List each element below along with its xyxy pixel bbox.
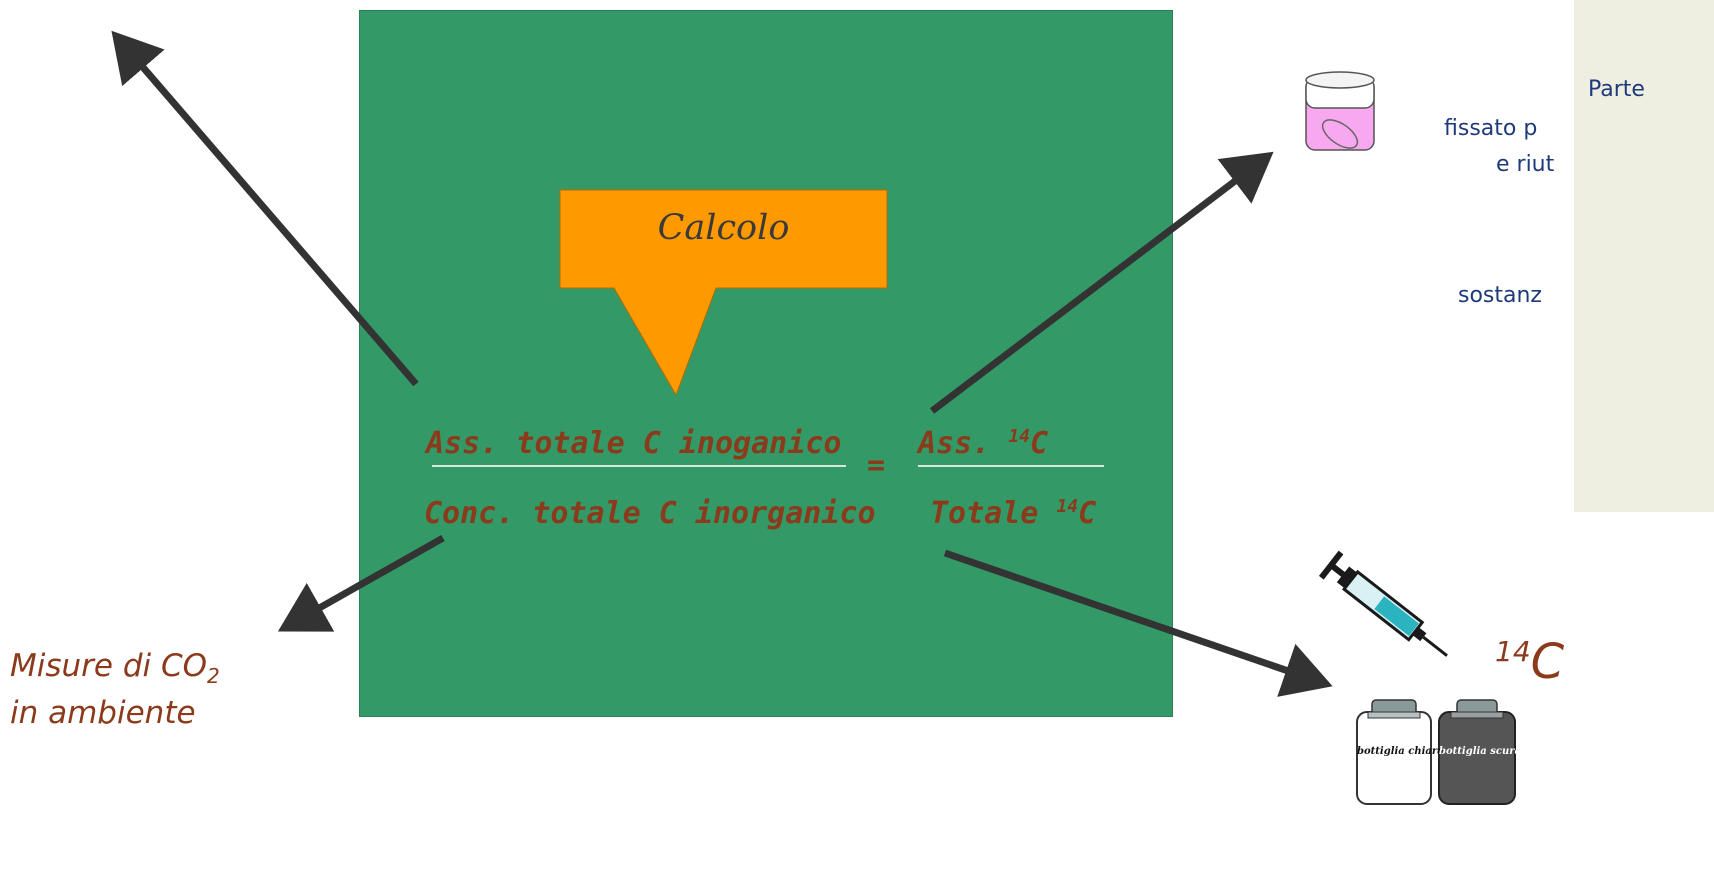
callout-bubble <box>559 189 888 397</box>
isotope-sup-denominator: 14 <box>1056 496 1079 517</box>
callout-text: Calcolo <box>657 208 790 248</box>
isotope-label-element: C <box>1530 634 1565 690</box>
dark-bottle-label: bottiglia scura <box>1439 746 1521 757</box>
arrow-down-right <box>943 549 1333 697</box>
formula-left-denominator: Conc. totale C inorganico <box>424 496 876 531</box>
fraction-bar-left <box>432 465 846 467</box>
measure-line-1: Misure di CO2 <box>10 648 220 689</box>
isotope-label-sup: 14 <box>1495 635 1531 668</box>
formula-left-numerator: Ass. totale C inoganico <box>426 426 842 461</box>
light-bottle-label: bottiglia chiara <box>1357 746 1444 757</box>
arrow-down-left <box>277 534 445 632</box>
formula-right-denominator: Totale 14C <box>930 496 1097 531</box>
info-panel: Parte fissato p e riut sostanz <box>1444 0 1714 512</box>
formula-right-numerator: Ass. 14C <box>918 426 1049 461</box>
syringe-icon <box>1318 550 1448 657</box>
arrow-up-left <box>111 30 419 387</box>
arrow-up-right <box>929 151 1274 414</box>
isotope-label: 14C <box>1495 634 1564 690</box>
measure-label: Misure di CO2 in ambiente <box>10 648 220 732</box>
fraction-bar-right <box>918 465 1104 467</box>
info-line-4: sostanz <box>1458 283 1542 308</box>
isotope-sup-numerator: 14 <box>1008 426 1030 447</box>
petri-jar-icon <box>1305 71 1375 151</box>
info-line-1: Parte <box>1588 77 1645 102</box>
green-panel <box>359 10 1173 717</box>
info-line-2: fissato p <box>1444 116 1538 141</box>
measure-line-2: in ambiente <box>10 695 196 732</box>
dark-bottle-icon <box>1438 699 1516 805</box>
light-bottle-icon <box>1356 699 1432 805</box>
info-line-3: e riut <box>1496 152 1555 177</box>
co2-subscript: 2 <box>207 664 220 689</box>
formula-equals: = <box>867 448 886 483</box>
